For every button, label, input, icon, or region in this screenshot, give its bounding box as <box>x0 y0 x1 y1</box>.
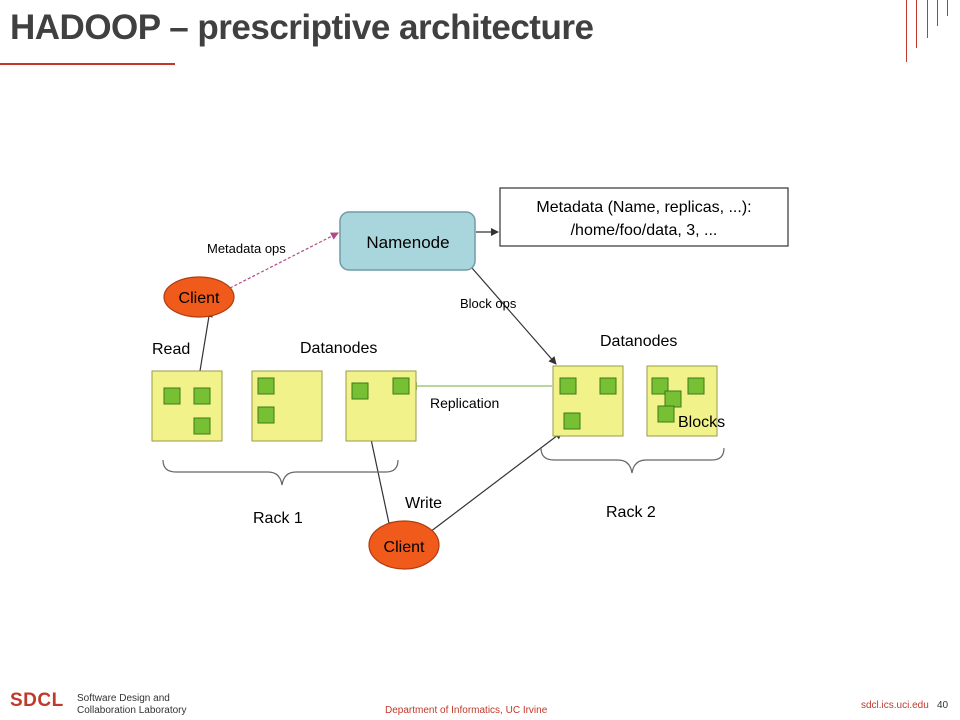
rack2-label: Rack 2 <box>606 504 656 521</box>
data-block <box>651 377 669 395</box>
datanodes-left-label: Datanodes <box>300 340 377 357</box>
hadoop-architecture-diagram: Namenode Metadata (Name, replicas, ...):… <box>151 187 789 570</box>
blocks-label: Blocks <box>678 414 725 431</box>
namenode-label: Namenode <box>366 233 449 252</box>
data-block <box>257 406 275 424</box>
decor-line <box>927 0 928 38</box>
rack1-brace <box>162 459 399 486</box>
decor-line <box>937 0 938 26</box>
rack2-brace <box>540 447 725 474</box>
block-ops-arrow <box>471 267 557 365</box>
metadata-ops-label: Metadata ops <box>207 241 286 256</box>
decor-line <box>906 0 907 62</box>
metadata-line2: /home/foo/data, 3, ... <box>571 222 718 239</box>
read-arrow <box>198 309 213 378</box>
datanodes-right-label: Datanodes <box>600 333 677 350</box>
slide-title: HADOOP – prescriptive architecture <box>10 8 594 47</box>
namenode-box <box>339 211 476 271</box>
decor-line <box>947 0 948 16</box>
decor-line <box>916 0 917 48</box>
client-write-label: Client <box>384 539 425 556</box>
page-number: 40 <box>937 700 949 711</box>
rack1-label: Rack 1 <box>253 510 303 527</box>
write-label: Write <box>405 495 442 512</box>
data-block <box>351 382 369 400</box>
data-block <box>599 377 617 395</box>
lab-name-line1: Software Design and <box>77 693 170 704</box>
data-block <box>563 412 581 430</box>
block-ops-label: Block ops <box>460 296 517 311</box>
datanode-box <box>151 370 223 442</box>
data-block <box>257 377 275 395</box>
client-read-label: Client <box>179 290 220 307</box>
metadata-ops-arrow <box>229 232 339 289</box>
metadata-box <box>499 187 789 247</box>
data-block <box>657 405 675 423</box>
read-label: Read <box>152 341 190 358</box>
data-block <box>163 387 181 405</box>
slide-footer: SDCL Software Design and Collaboration L… <box>0 680 960 720</box>
data-block <box>193 417 211 435</box>
title-underline <box>0 63 175 65</box>
client-read-node <box>163 276 235 318</box>
write-arrow-right <box>429 431 563 533</box>
lab-name-line2: Collaboration Laboratory <box>77 705 187 716</box>
client-write-node <box>368 520 440 570</box>
replication-label: Replication <box>430 395 499 411</box>
data-block <box>664 390 682 408</box>
sdcl-logo: SDCL <box>10 690 64 711</box>
site-url: sdcl.ics.uci.edu <box>861 700 929 711</box>
data-block <box>559 377 577 395</box>
department-label: Department of Informatics, UC Irvine <box>385 705 548 716</box>
data-block <box>193 387 211 405</box>
data-block <box>392 377 410 395</box>
data-block <box>687 377 705 395</box>
datanode-box <box>251 370 323 442</box>
metadata-line1: Metadata (Name, replicas, ...): <box>536 199 751 216</box>
